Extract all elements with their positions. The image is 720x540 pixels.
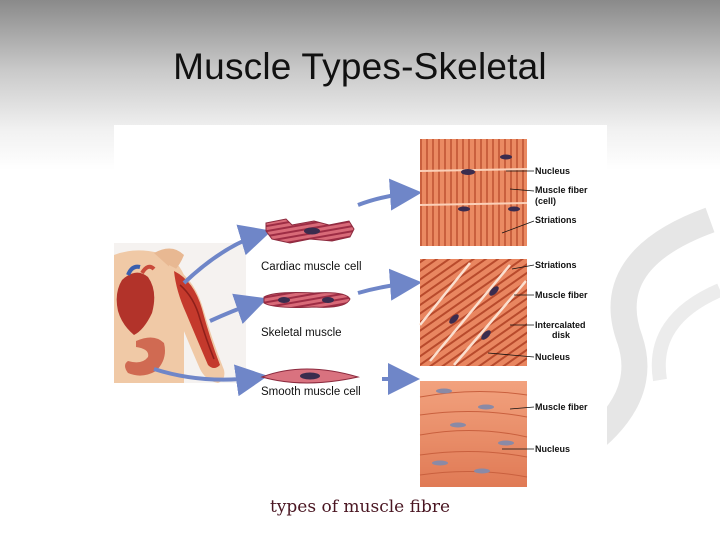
cardiac-intercalated-label: Intercalated	[535, 320, 586, 330]
skeletal-striations-label: Striations	[535, 215, 577, 225]
skeletal-cell-label: Skeletal muscle	[261, 327, 342, 339]
smooth-nucleus-label: Nucleus	[535, 444, 570, 454]
smooth-fiber-label: Muscle fiber	[535, 402, 588, 412]
body-to-cell-arrows	[153, 224, 272, 397]
cardiac-striations-label: Striations	[535, 260, 577, 270]
background-swoosh	[572, 207, 720, 460]
skeletal-cell-label-text: (cell)	[535, 196, 556, 206]
smooth-cell-label: Smooth muscle cell	[261, 386, 361, 398]
figure-caption: types of muscle fibre	[269, 497, 451, 517]
cardiac-nucleus-label: Nucleus	[535, 352, 570, 362]
cell-to-tissue-arrows	[357, 178, 422, 395]
skeletal-nucleus-label: Nucleus	[535, 166, 570, 176]
cardiac-muscle-cell	[265, 218, 355, 244]
smooth-tissue-panel	[419, 381, 535, 487]
skeletal-muscle-cell	[263, 292, 351, 308]
cardiac-tissue-panel	[419, 259, 535, 366]
skeletal-tissue-panel	[419, 139, 535, 246]
cardiac-fiber-label: Muscle fiber	[535, 290, 588, 300]
cardiac-disk-label: disk	[552, 330, 571, 340]
slide-title: Muscle Types-Skeletal	[173, 46, 547, 87]
skeletal-fiber-label: Muscle fiber	[535, 185, 588, 195]
smooth-muscle-cell	[260, 368, 360, 384]
